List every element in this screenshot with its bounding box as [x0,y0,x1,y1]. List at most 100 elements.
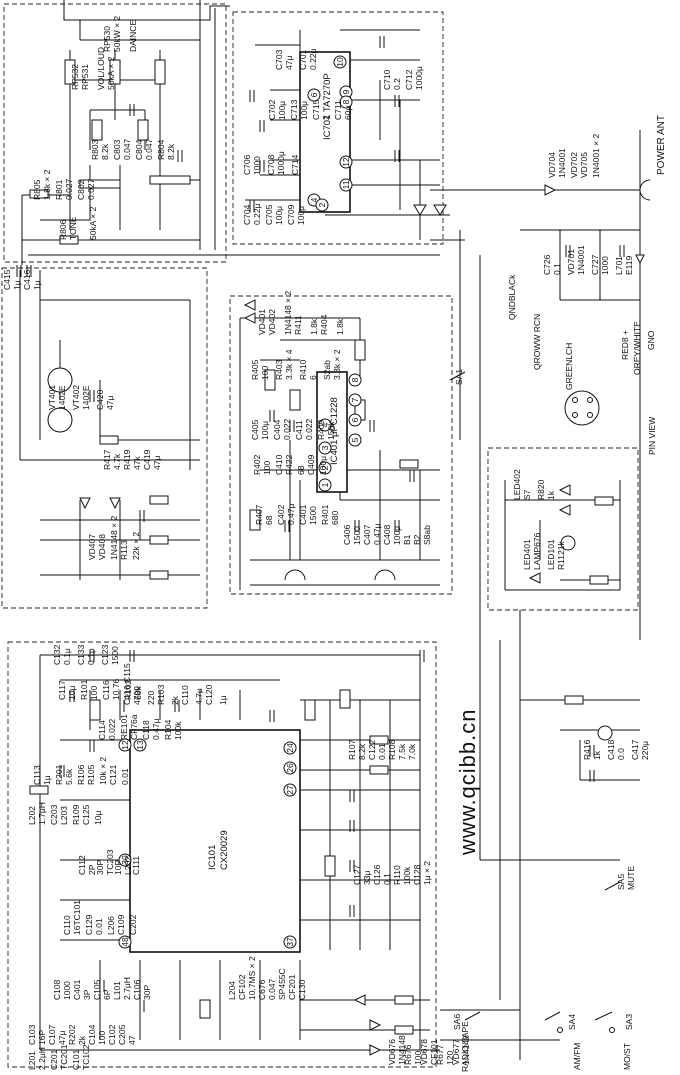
ic701-pin-number: 12 [341,157,351,167]
ic401-pin-number: 6 [350,417,360,422]
component-label: S8ab [422,525,432,545]
component-label: 2 [321,115,331,120]
component-label: C713 [289,99,299,120]
component-label: DAINCE [128,20,138,52]
component-label: RP531 [80,64,90,90]
component-label: 0.47μ [151,718,161,740]
component-label: CF101 [429,1039,439,1065]
component-label: VD705 [579,152,589,178]
component-label: 1N4148 × 2 [109,516,119,560]
component-label: R402 [252,454,262,475]
ic401-pin-number: 5 [350,437,360,442]
component-label: 2P [87,864,97,875]
component-label: R201 [54,764,64,785]
component-label: 1μ [42,775,52,785]
component-label: 4.7k [112,453,122,470]
ic401-pin-circle [318,478,332,492]
switch-sa4: SA4 [567,1014,577,1030]
component-label: 100μ [274,206,284,225]
ic401-pin-circle [348,413,362,427]
component-label: L201 [27,1051,37,1070]
component-label: R107 [347,739,357,760]
component-label: 6 [308,375,318,380]
component-label: C117 [57,680,67,700]
component-label: R804 [156,139,166,160]
component-label: 10μ [93,811,103,825]
component-label: C113 [32,765,42,785]
component-label: 0.01 [377,743,387,760]
switch-sa1: SA1 [454,369,464,385]
component-label: 1000 [252,156,262,175]
component-label: 1402E [81,385,91,410]
component-label: C105 [92,979,102,1000]
component-label: C404 [272,419,282,440]
component-label: 50kA × 2 [106,56,116,90]
component-label: C709 [286,204,296,225]
ic101-pin-circle [283,783,297,797]
ic101 [129,729,301,953]
ic701-pin-number: 2 [317,202,327,207]
component-label: VD407 [87,534,97,560]
component-label: 7.5k [397,743,407,760]
component-label: R109 [71,804,81,825]
component-label: C711 [333,100,343,120]
component-label: R202 [67,1024,77,1045]
am-fm-label: AM/FM [572,1043,582,1070]
component-label: 1000μ [276,151,286,175]
ic401-pin-number: 8 [350,377,360,382]
component-label: 1N4148 [397,1035,407,1065]
component-label: 1.8k [335,318,345,335]
component-label: 0.0 [616,748,626,760]
ic101-pin-number: 26 [285,763,295,773]
ic401-pin-number: 2 [320,465,330,470]
radio-tape-label: RADIO/TAPE [460,1021,470,1072]
component-label: 100k [402,866,412,885]
ic701-pin-circle [333,55,347,69]
component-label: C110 [180,685,190,705]
component-label: 100μ [296,206,306,225]
component-label: 150k [326,421,336,440]
component-label: R676 [403,1044,413,1065]
component-label: VT402 [71,385,81,410]
ic701-pin-number: 9 [341,89,351,94]
component-label: R405 [250,359,260,380]
ic701-pin-number: 11 [341,180,351,189]
ic101-pin-circle [118,935,132,949]
component-label: C710 [382,69,392,90]
component-label: C408 [382,524,392,545]
component-label: VD408 [97,534,107,560]
switch-labels: SA1 SA3 SA4 SA5 SA6 [452,369,634,1030]
component-label: 100μ [299,101,309,120]
component-label: 0.22μ [252,203,262,225]
component-label: 0.47μ [286,503,296,525]
component-label: 10μ [67,686,77,700]
component-label: LED402 [512,469,522,500]
qroww-rcn-label: QROWW RCN [532,314,542,370]
component-label: 100 [262,461,272,475]
component-label: CF201 [287,974,297,1000]
component-label: 1N4148 [461,1035,471,1065]
component-label: LED101 [546,539,556,570]
component-label: 1μ [12,280,22,290]
component-label: C112 [77,855,87,875]
component-label: 1μ [218,695,228,705]
ic101-pin-circle [118,853,132,867]
component-label: R410 [298,359,308,380]
component-label: 68 [296,465,306,475]
component-label: 4700 [132,686,142,705]
component-label: C402 [276,504,286,525]
component-label: 0.047 [144,138,154,160]
component-label: C103 [27,1024,37,1045]
component-label: 100 [413,1051,423,1065]
component-label: C133 [76,644,86,665]
component-label: 1N4001 × 2 [591,134,601,178]
component-label: C104 [87,1024,97,1045]
component-label: 4.7μ [194,688,204,705]
component-label: VOL/LOUD [96,47,106,90]
component-label: 1μ × 2 [422,861,432,885]
ic701-pin-circle [339,95,353,109]
